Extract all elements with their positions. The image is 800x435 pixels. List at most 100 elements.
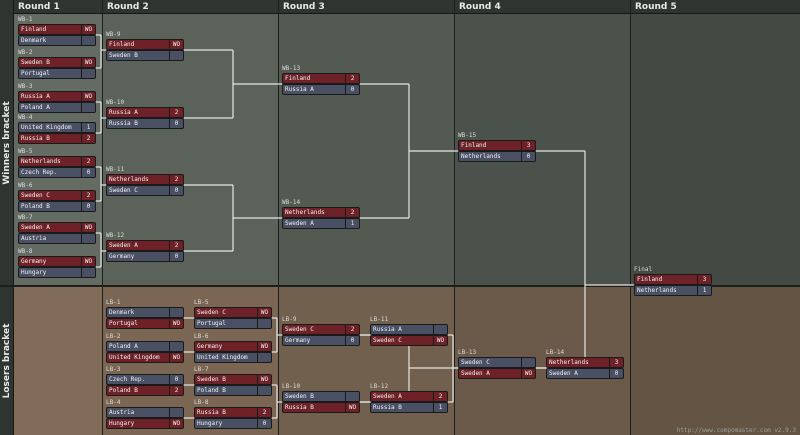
team-name: Sweden C (197, 309, 226, 316)
team-slot-top[interactable]: Austria (106, 407, 184, 418)
team-slot-bottom[interactable]: Portugal (194, 318, 272, 329)
losers-bracket-label: Losers bracket (0, 286, 14, 435)
team-slot-top[interactable]: Denmark (106, 307, 184, 318)
team-score: 2 (169, 386, 183, 395)
team-name: Austria (109, 409, 135, 416)
team-slot-bottom[interactable]: Austria (18, 233, 96, 244)
team-slot-top[interactable]: Sweden C (458, 357, 536, 368)
team-score: WO (81, 58, 95, 67)
team-slot-top[interactable]: Germany WO (194, 341, 272, 352)
team-slot-bottom[interactable]: Poland A (18, 102, 96, 113)
team-name: Sweden A (109, 242, 138, 249)
match-label: WB-5 (18, 148, 33, 155)
team-score (169, 342, 183, 351)
team-name: Netherlands (109, 176, 149, 183)
team-score: 2 (345, 325, 359, 334)
match-label: WB-2 (18, 49, 33, 56)
team-slot-bottom[interactable]: Czech Rep.0 (18, 167, 96, 178)
team-name: Russia B (285, 404, 314, 411)
team-slot-bottom[interactable]: Poland B 2 (106, 385, 184, 396)
team-name: Sweden C (109, 187, 138, 194)
match-label: LB-14 (546, 349, 565, 356)
team-score (81, 268, 95, 277)
team-slot-bottom[interactable]: Sweden B (106, 50, 184, 61)
team-slot-top[interactable]: Sweden B (282, 391, 360, 402)
winners-area (279, 14, 454, 286)
team-score: 0 (169, 252, 183, 261)
team-score: 2 (345, 208, 359, 217)
footer-link[interactable]: http://www.compomaster.com v2.9.3 (676, 427, 796, 434)
winners-area (631, 14, 800, 286)
team-name: Russia A (373, 326, 402, 333)
match-label: WB-14 (282, 199, 301, 206)
team-score: 0 (345, 85, 359, 94)
round-title: Round 3 (283, 2, 325, 12)
team-score (257, 386, 271, 395)
team-slot-bottom[interactable]: Hungary (18, 267, 96, 278)
team-name: Russia B (109, 120, 138, 127)
round-header-1: Round 1 (14, 0, 102, 14)
team-slot-top[interactable]: Czech Rep.0 (106, 374, 184, 385)
team-slot-bottom[interactable]: Russia B 0 (106, 118, 184, 129)
team-slot-top[interactable]: Poland A (106, 341, 184, 352)
team-score: 0 (257, 419, 271, 428)
team-score: WO (257, 342, 271, 351)
team-score (433, 325, 447, 334)
team-slot-bottom[interactable]: United Kingdom (194, 352, 272, 363)
round-title: Round 4 (459, 2, 501, 12)
match-label: LB-10 (282, 383, 301, 390)
team-slot-top[interactable]: Netherlands 2 (106, 174, 184, 185)
team-slot-bottom[interactable]: Poland B (194, 385, 272, 396)
team-slot-bottom[interactable]: Portugal (18, 68, 96, 79)
team-name: Poland B (109, 387, 138, 394)
team-score: 0 (169, 119, 183, 128)
match-label: WB-8 (18, 248, 33, 255)
team-slot-top[interactable]: Russia A (370, 324, 448, 335)
team-score: WO (257, 375, 271, 384)
round-header-5: Round 5 (631, 0, 800, 14)
team-score: 2 (169, 175, 183, 184)
team-name: Germany (197, 343, 223, 350)
team-score: 1 (81, 123, 95, 132)
team-slot-bottom[interactable]: Denmark (18, 35, 96, 46)
